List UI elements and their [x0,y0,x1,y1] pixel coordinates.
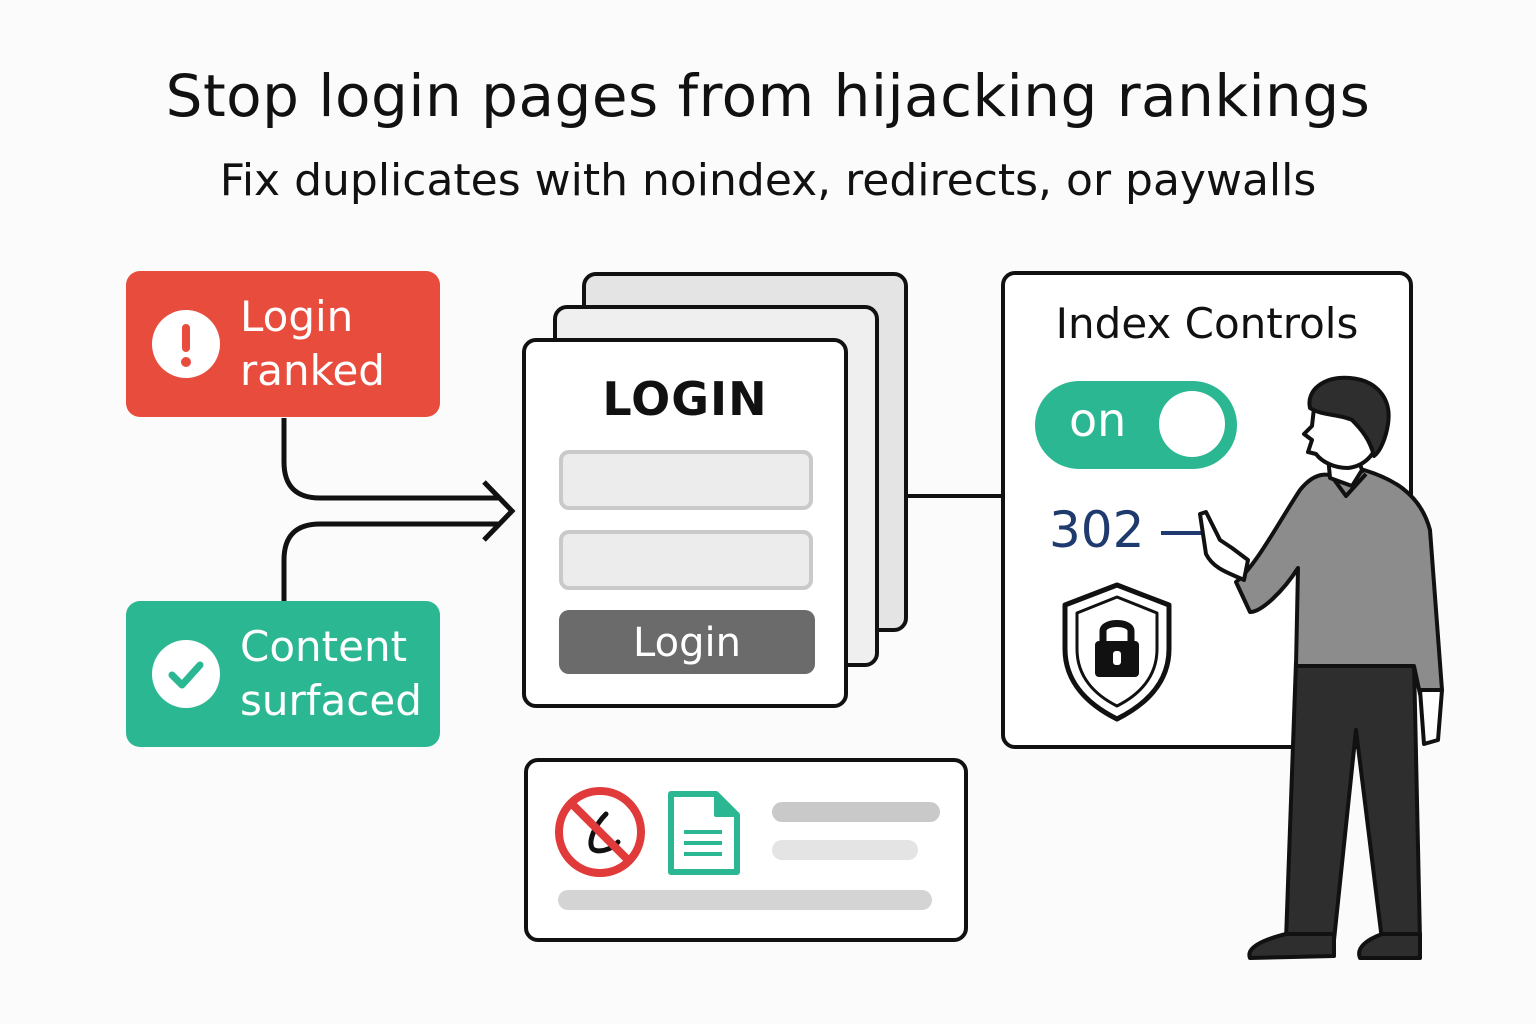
login-button[interactable]: Login [559,610,815,674]
result-snippet-placeholder [558,890,932,910]
login-ranked-label: Login ranked [240,292,385,395]
toggle-label: on [1069,393,1127,447]
page-subtitle: Fix duplicates with noindex, redirects, … [219,155,1317,206]
login-ranked-card: Login ranked [126,271,440,417]
search-result-card [524,758,968,942]
shield-lock-icon [1062,582,1172,722]
checkmark-icon [152,640,220,708]
password-field[interactable] [559,530,813,590]
no-link-icon [555,787,645,877]
toggle-knob [1159,391,1225,457]
redirect-dash [1161,531,1203,535]
exclamation-icon [152,310,220,378]
redirect-code: 302 [1049,501,1145,559]
connector-from-content-surfaced [281,521,498,601]
login-heading: LOGIN [602,372,768,426]
document-icon [668,791,740,875]
index-controls-panel: Index Controls on 302 [1001,271,1413,749]
arrow-head [482,480,516,542]
username-field[interactable] [559,450,813,510]
result-title-placeholder [772,802,940,822]
login-page-card: LOGIN Login [522,338,848,708]
content-surfaced-label: Content surfaced [240,622,422,725]
connector-from-login-ranked [281,418,498,501]
index-controls-title: Index Controls [1055,299,1359,348]
page-title: Stop login pages from hijacking rankings [165,62,1371,130]
result-url-placeholder [772,840,918,860]
index-toggle[interactable]: on [1035,381,1237,469]
content-surfaced-card: Content surfaced [126,601,440,747]
